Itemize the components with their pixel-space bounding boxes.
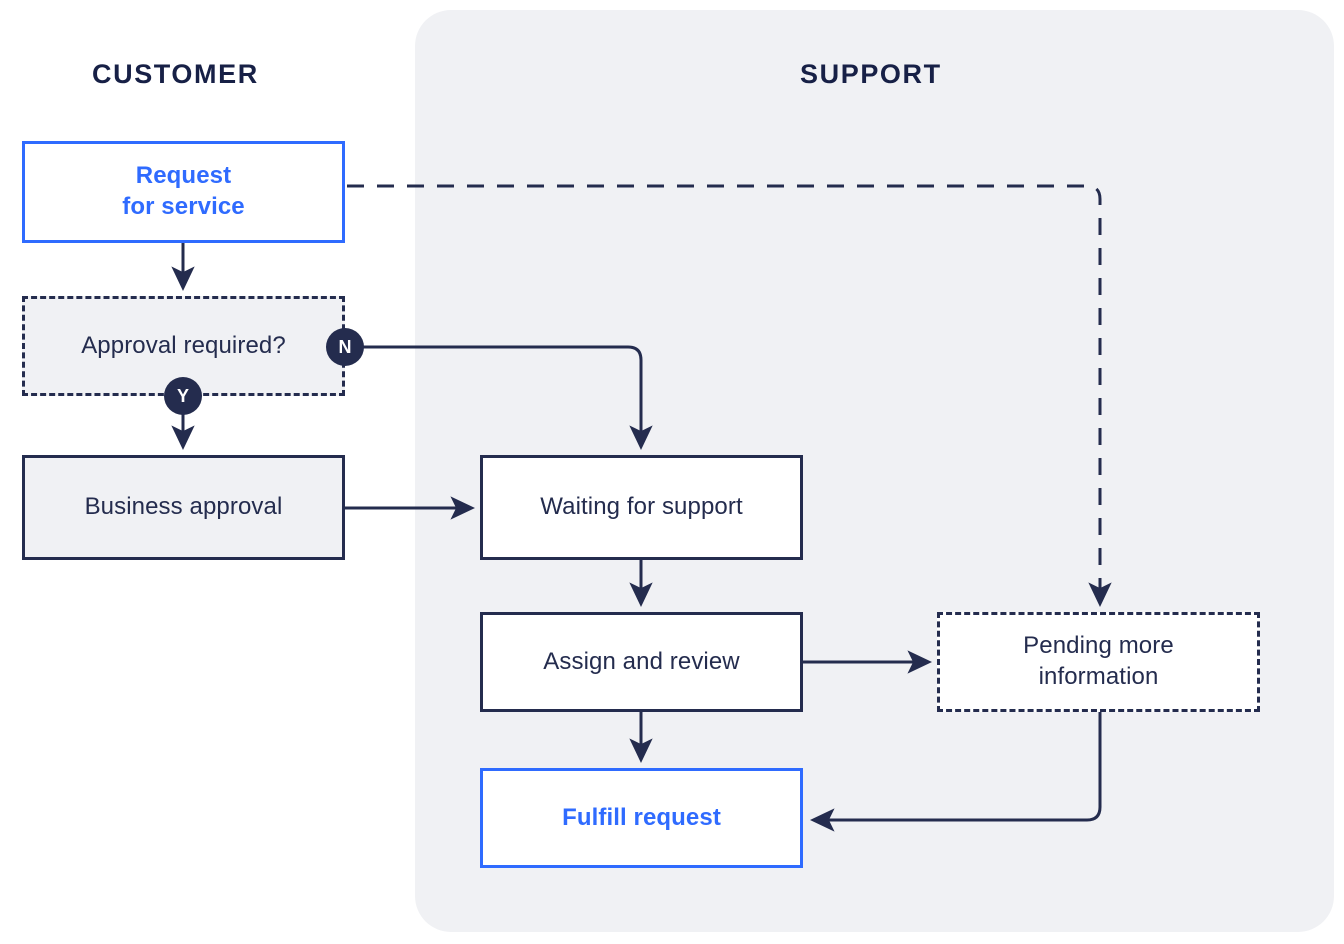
lane-title-customer: CUSTOMER [92, 59, 259, 89]
node-business-approval[interactable]: Business approval [22, 455, 345, 560]
node-pending-more-information[interactable]: Pending more information [937, 612, 1260, 712]
node-request-for-service[interactable]: Request for service [22, 141, 345, 243]
node-assign-and-review-label: Assign and review [543, 647, 740, 675]
badge-no[interactable]: N [326, 328, 364, 366]
badge-no-label: N [338, 336, 352, 357]
node-request-for-service-line1: Request [135, 162, 232, 190]
node-waiting-for-support-label: Waiting for support [540, 493, 743, 521]
lane-title-support: SUPPORT [800, 59, 942, 89]
badge-yes-label: Y [176, 385, 189, 406]
node-assign-and-review[interactable]: Assign and review [480, 612, 803, 712]
node-business-approval-label: Business approval [84, 493, 283, 521]
node-pending-more-information-line2: information [1038, 663, 1159, 690]
node-waiting-for-support[interactable]: Waiting for support [480, 455, 803, 560]
edge-pending-to-fulfill [809, 712, 1102, 832]
node-fulfill-request[interactable]: Fulfill request [480, 768, 803, 868]
node-pending-more-information-line1: Pending more [1023, 632, 1174, 660]
edge-approval-no-to-waiting [362, 345, 653, 451]
node-fulfill-request-label: Fulfill request [562, 803, 721, 831]
edge-request-to-pending [347, 184, 1112, 608]
badge-yes[interactable]: Y [164, 377, 202, 415]
node-approval-required-label: Approval required? [81, 331, 286, 359]
node-request-for-service-line2: for service [122, 193, 245, 220]
